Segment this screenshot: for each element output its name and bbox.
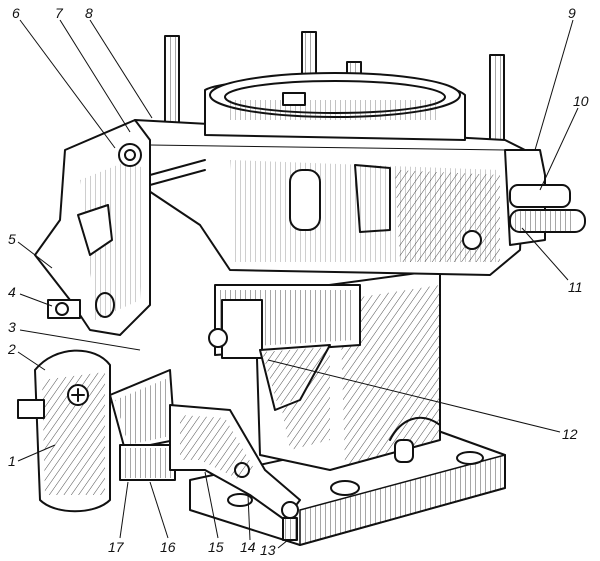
callout-1: 1: [8, 453, 16, 469]
callout-12: 12: [562, 426, 578, 442]
callout-4: 4: [8, 284, 16, 300]
callout-15: 15: [208, 539, 224, 555]
callout-3: 3: [8, 319, 16, 335]
float-chamber-body: [134, 119, 526, 276]
callout-16: 16: [160, 539, 176, 555]
air-horn-top: [204, 72, 466, 141]
pump-housing: [17, 349, 176, 513]
callout-11: 11: [568, 279, 583, 295]
callout-labels: 6 7 8 9 10 11 5 4 3 2 1 12 17 16 15 14 1…: [7, 5, 589, 558]
callout-17: 17: [108, 539, 125, 555]
callout-9: 9: [568, 5, 576, 21]
leader-lines: [17, 19, 579, 549]
choke-linkage: [34, 119, 206, 336]
callout-6: 6: [12, 5, 20, 21]
callout-14: 14: [240, 539, 256, 555]
fuel-inlet-fitting: [462, 149, 586, 250]
callout-5: 5: [8, 231, 16, 247]
throttle-lever: [169, 404, 301, 541]
callout-10: 10: [573, 93, 589, 109]
callout-2: 2: [7, 341, 16, 357]
throttle-body-flange: [189, 427, 506, 546]
callout-7: 7: [55, 5, 64, 21]
clamp-bracket: [208, 284, 361, 411]
callout-13: 13: [260, 542, 276, 558]
callout-8: 8: [85, 5, 93, 21]
